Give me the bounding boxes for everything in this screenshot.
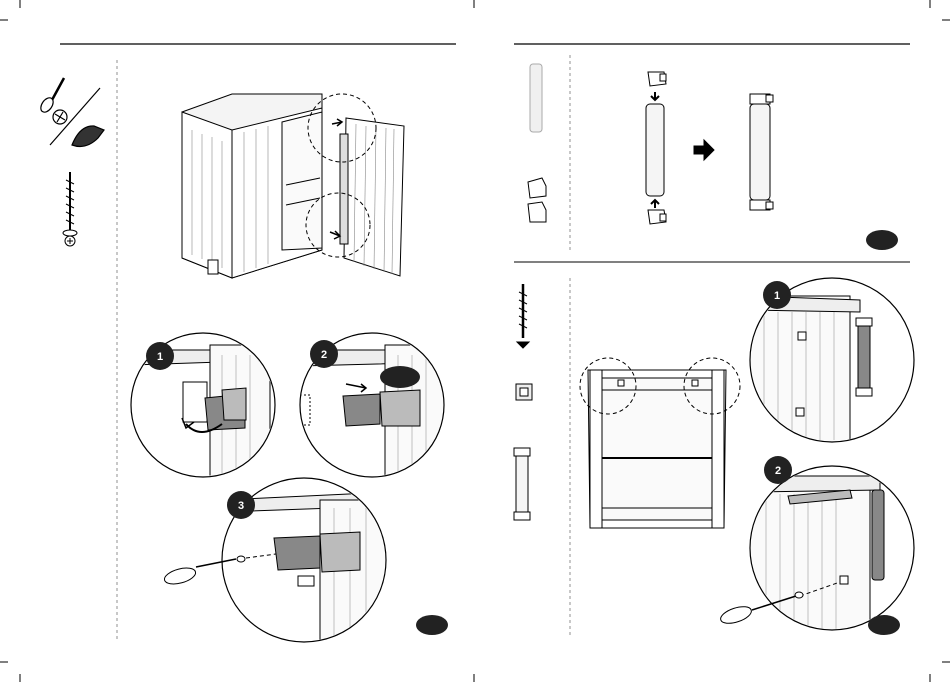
handle-assembly-diagram bbox=[646, 72, 773, 224]
step-2-detail: 2 bbox=[300, 333, 450, 485]
cabinet-open-door-illustration bbox=[182, 94, 404, 278]
screw-icon bbox=[63, 172, 77, 246]
step-2-number: 2 bbox=[321, 349, 327, 361]
right-step-1-detail: 1 bbox=[750, 278, 914, 446]
tools-icon bbox=[38, 78, 104, 146]
step-3-detail: 3 bbox=[163, 478, 390, 650]
right-step-1-number: 1 bbox=[774, 290, 780, 302]
step-3-number: 3 bbox=[238, 500, 244, 512]
right-step-2-detail: 2 bbox=[719, 456, 914, 630]
bottom-parts-list bbox=[514, 284, 532, 520]
step-1-detail: 1 bbox=[130, 333, 280, 485]
right-bottom-badge bbox=[868, 615, 900, 635]
step-1-number: 1 bbox=[157, 351, 163, 363]
handle-parts-list bbox=[528, 64, 546, 222]
right-step-2-number: 2 bbox=[775, 465, 781, 477]
right-top-badge bbox=[866, 230, 898, 250]
left-page-badge bbox=[416, 615, 448, 635]
cabinet-front-frame bbox=[580, 358, 740, 528]
